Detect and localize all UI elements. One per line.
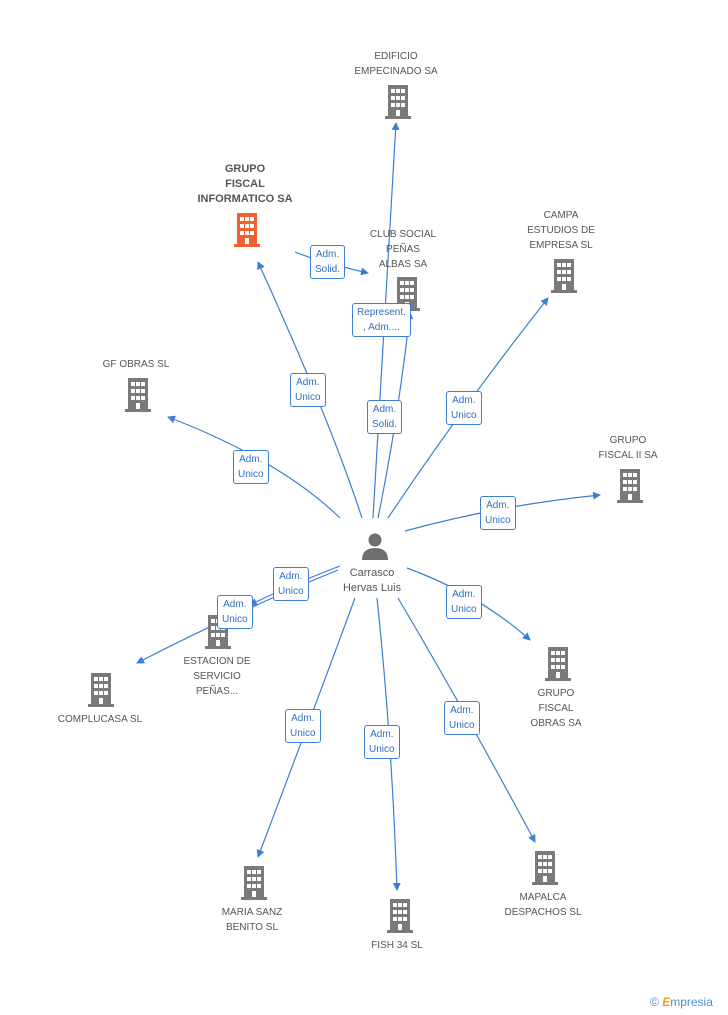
relation-badge[interactable]: Adm. Unico: [290, 373, 326, 407]
building-icon[interactable]: [385, 85, 411, 119]
brand-initial: E: [662, 995, 671, 1009]
building-icon[interactable]: [387, 899, 413, 933]
person-icon[interactable]: [361, 532, 389, 560]
relation-badge[interactable]: Adm. Unico: [444, 701, 480, 735]
building-icon-highlight[interactable]: [234, 213, 260, 247]
node-label-estacion: ESTACION DE SERVICIO PEÑAS...: [183, 656, 251, 697]
building-icon[interactable]: [241, 866, 267, 900]
brand-footer[interactable]: © Empresia: [650, 995, 713, 1009]
building-icon[interactable]: [617, 469, 643, 503]
relation-badge[interactable]: Adm. Unico: [446, 585, 482, 619]
node-label-grupo-fiscal-ii: GRUPO FISCAL II SA: [598, 435, 658, 461]
building-icon[interactable]: [88, 673, 114, 707]
node-label-mapalca: MAPALCA DESPACHOS SL: [504, 892, 582, 918]
center-person-label: Carrasco Hervas Luis: [342, 567, 402, 594]
building-icon[interactable]: [551, 259, 577, 293]
building-icon[interactable]: [532, 851, 558, 885]
building-icon[interactable]: [125, 378, 151, 412]
relation-badge[interactable]: Adm. Unico: [364, 725, 400, 759]
node-label-club-social: CLUB SOCIAL PEÑAS ALBAS SA: [369, 229, 437, 270]
relation-badge[interactable]: Adm. Unico: [285, 709, 321, 743]
node-label-grupo-informatico: GRUPO FISCAL INFORMATICO SA: [197, 163, 293, 205]
node-label-maria-sanz: MARIA SANZ BENITO SL: [221, 907, 283, 933]
node-label-campa: CAMPA ESTUDIOS DE EMPRESA SL: [527, 210, 595, 251]
relation-badge[interactable]: Adm. Unico: [273, 567, 309, 601]
brand-name: mpresia: [670, 995, 713, 1009]
relation-badge[interactable]: Represent. , Adm....: [352, 303, 411, 337]
relation-badge[interactable]: Adm. Solid.: [310, 245, 346, 279]
node-label-fish34: FISH 34 SL: [371, 940, 423, 951]
relation-badge[interactable]: Adm. Unico: [446, 391, 482, 425]
relation-badge[interactable]: Adm. Unico: [480, 496, 516, 530]
copyright-symbol: ©: [650, 995, 659, 1009]
building-icon[interactable]: [545, 647, 571, 681]
relation-badge[interactable]: Adm. Unico: [217, 595, 253, 629]
node-label-complucasa: COMPLUCASA SL: [57, 714, 143, 725]
node-label-gf-obras: GF OBRAS SL: [102, 359, 170, 370]
relation-badge[interactable]: Adm. Solid.: [367, 400, 403, 434]
node-label-grupo-fiscal-obras: GRUPO FISCAL OBRAS SA: [530, 688, 582, 729]
relation-badge[interactable]: Adm. Unico: [233, 450, 269, 484]
node-label-edificio: EDIFICIO EMPECINADO SA: [354, 51, 438, 77]
